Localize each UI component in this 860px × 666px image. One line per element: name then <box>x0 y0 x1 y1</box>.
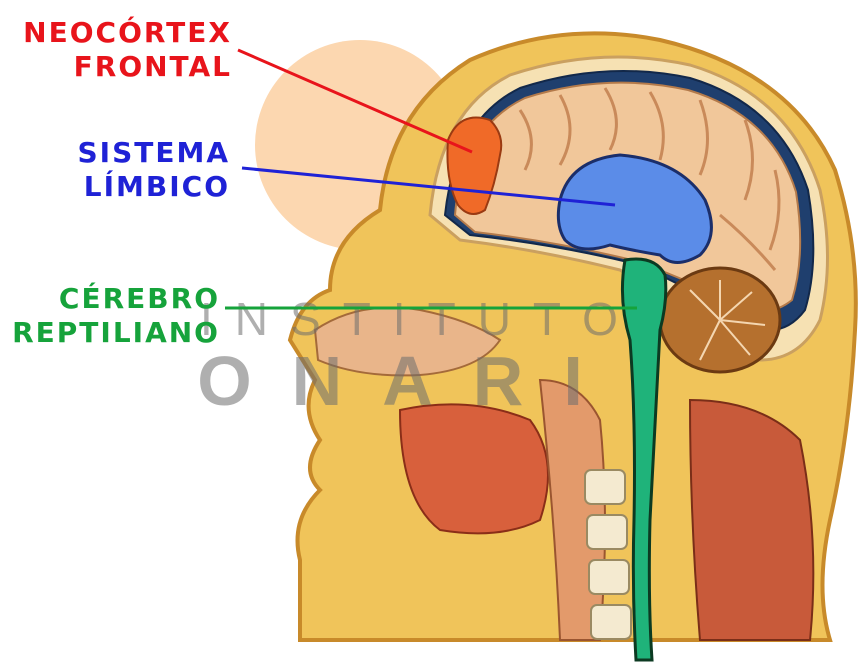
label-reptilian-brain: CÉREBRO REPTILIANO <box>4 282 220 350</box>
label-neocortex-line2: FRONTAL <box>10 50 232 84</box>
label-limbic-system: SISTEMA LÍMBICO <box>40 136 230 204</box>
label-neocortex-frontal: NEOCÓRTEX FRONTAL <box>10 16 232 84</box>
label-limbic-line1: SISTEMA <box>40 136 230 170</box>
label-neocortex-line1: NEOCÓRTEX <box>10 16 232 50</box>
label-reptilian-line1: CÉREBRO <box>4 282 220 316</box>
label-reptilian-line2: REPTILIANO <box>4 316 220 350</box>
neck-muscles <box>690 400 813 640</box>
label-limbic-line2: LÍMBICO <box>40 170 230 204</box>
watermark-line1: INSTITUTO <box>200 293 640 345</box>
watermark-line2: ONARI <box>197 342 623 420</box>
watermark: INSTITUTO ONARI <box>197 293 640 420</box>
